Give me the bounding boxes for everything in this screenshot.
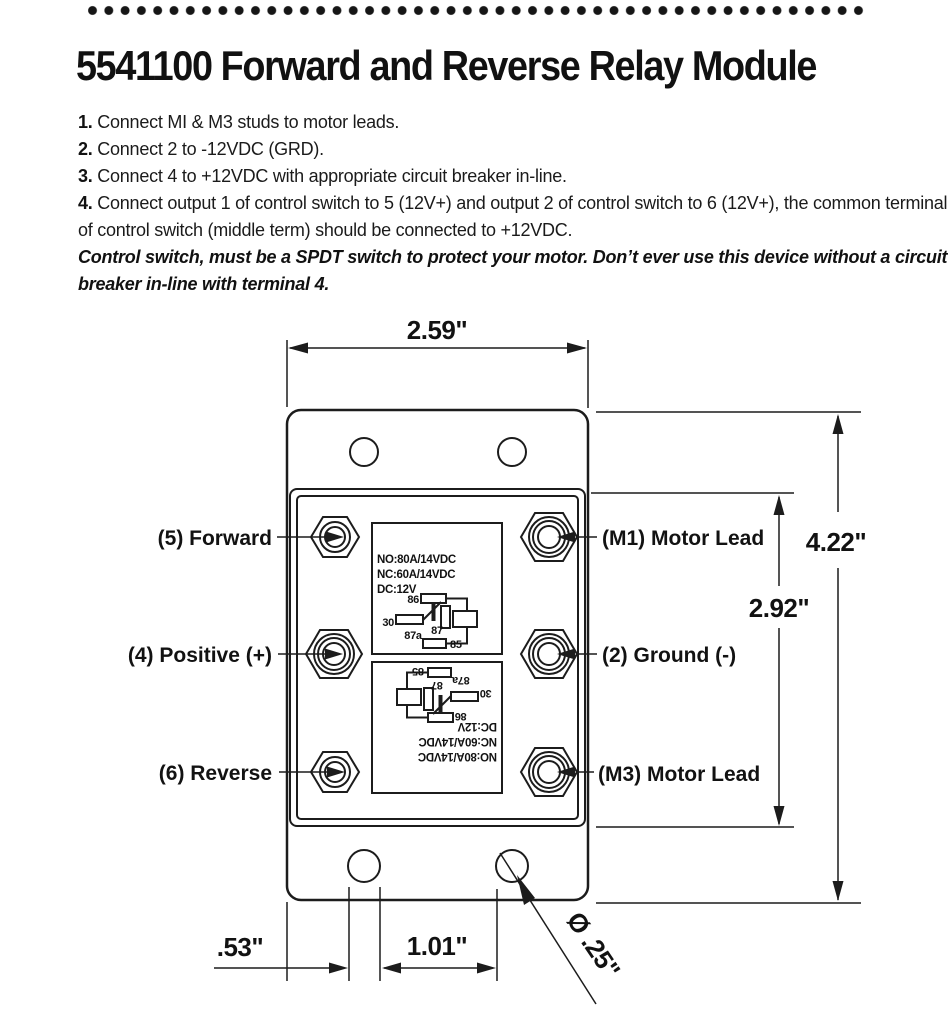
- arrowhead-up-icon: [773, 495, 785, 515]
- relay-spec-no: NO:80A/14VDC: [377, 554, 456, 566]
- relay-pin-85-slot: [422, 638, 447, 649]
- step-1-text: Connect MI & M3 studs to motor leads.: [97, 112, 400, 132]
- hole-diameter-value: Ø .25": [561, 906, 627, 983]
- module-height-value: 4.22": [806, 527, 866, 557]
- relay-spec-dc: DC:12V: [377, 584, 417, 596]
- product-name: Forward and Reverse Relay Module: [220, 42, 818, 89]
- leader-arrow-icon: [557, 648, 575, 660]
- callout-reverse: (6) Reverse: [159, 762, 345, 785]
- leader-arrow-icon: [557, 766, 575, 778]
- callout-forward: (5) Forward: [158, 527, 344, 550]
- stud-terminal-m1: [519, 512, 579, 562]
- relay-pin-85-label: 85: [450, 639, 462, 651]
- mounting-hole-bottom-right: [495, 849, 529, 883]
- arrowhead-down-icon: [832, 881, 844, 901]
- relay-pin-87a-label: 87a: [451, 674, 470, 686]
- instruction-step-4: 4. Connect output 1 of control switch to…: [78, 190, 948, 244]
- step-2-number: 2.: [78, 139, 93, 159]
- instruction-step-2: 2. Connect 2 to -12VDC (GRD).: [78, 136, 948, 163]
- terminal-label-forward: (5) Forward: [158, 527, 272, 550]
- relay-pin-87-label: 87: [431, 625, 443, 637]
- arrowhead-right-icon: [477, 962, 496, 974]
- relay-spec-no: NO:80A/14VDC: [418, 750, 497, 762]
- relay-schematic-top: NO:80A/14VDC NC:60A/14VDC DC:12V 86 85 3…: [371, 522, 503, 655]
- part-number: 5541100: [76, 42, 213, 89]
- step-2-text: Connect 2 to -12VDC (GRD).: [97, 139, 324, 159]
- relay-spec-dc: DC:12V: [457, 720, 497, 732]
- arrowhead-up-icon: [832, 414, 844, 434]
- mounting-hole-top-right: [497, 437, 527, 467]
- leader-arrow-icon: [327, 766, 345, 778]
- relay-pin-30-label: 30: [382, 617, 394, 629]
- cover-panel-outer: [289, 488, 586, 827]
- step-1-number: 1.: [78, 112, 93, 132]
- arrowhead-down-icon: [773, 806, 785, 826]
- dimension-module-width: 2.59": [286, 315, 589, 408]
- leader-arrow-icon: [517, 875, 535, 905]
- step-4-text: Connect output 1 of control switch to 5 …: [78, 193, 948, 240]
- step-4-number: 4.: [78, 193, 93, 213]
- callout-m3-motor-lead: (M3) Motor Lead: [557, 763, 760, 786]
- terminal-label-m3: (M3) Motor Lead: [598, 763, 760, 786]
- warning-note: Control switch, must be a SPDT switch to…: [78, 247, 948, 294]
- dotted-separator: [88, 5, 870, 16]
- relay-schematic-bottom: NO:80A/14VDC NC:60A/14VDC DC:12V 86 85 3…: [371, 661, 503, 794]
- relay-pin-87-label: 87: [431, 679, 443, 691]
- relay-module-drawing: 2.59" NO:80A/14VDC NC:60A/14VDC DC:12V 8…: [128, 315, 867, 1005]
- relay-spec-nc: NC:60A/14VDC: [419, 735, 497, 747]
- dimension-module-height: 4.22": [596, 411, 867, 904]
- hole-spacing-value: 1.01": [407, 931, 467, 961]
- callout-ground: (2) Ground (-): [557, 644, 736, 667]
- step-3-text: Connect 4 to +12VDC with appropriate cir…: [97, 166, 567, 186]
- dimension-hole-offset: .53": [214, 887, 381, 981]
- terminal-label-ground: (2) Ground (-): [602, 644, 736, 667]
- relay-pin-87a-label: 87a: [404, 630, 423, 642]
- callout-m1-motor-lead: (M1) Motor Lead: [557, 527, 764, 550]
- instruction-step-1: 1. Connect MI & M3 studs to motor leads.: [78, 109, 948, 136]
- module-width-value: 2.59": [407, 315, 467, 345]
- arrowhead-right-icon: [567, 342, 587, 354]
- relay-pin-85-label: 85: [412, 665, 424, 677]
- cover-panel-inner: [296, 495, 579, 820]
- step-3-number: 3.: [78, 166, 93, 186]
- instruction-step-3: 3. Connect 4 to +12VDC with appropriate …: [78, 163, 948, 190]
- terminal-label-positive: (4) Positive (+): [128, 644, 272, 667]
- arrowhead-right-icon: [329, 962, 348, 974]
- mounting-hole-top-left: [349, 437, 379, 467]
- leader-arrow-icon: [557, 531, 575, 543]
- cover-height-value: 2.92": [749, 593, 809, 623]
- relay-pin-87-slot: [440, 605, 451, 629]
- dimension-cover-height: 2.92": [591, 492, 810, 828]
- relay-pin-86-label: 86: [455, 710, 467, 722]
- arrowhead-left-icon: [288, 342, 308, 354]
- leader-arrow-icon: [326, 531, 344, 543]
- terminal-label-reverse: (6) Reverse: [159, 762, 272, 785]
- dimension-hole-spacing: 1.01": [382, 889, 498, 981]
- relay-pin-86-label: 86: [407, 594, 419, 606]
- terminal-label-m1: (M1) Motor Lead: [602, 527, 764, 550]
- relay-coil: [452, 610, 478, 628]
- hole-offset-value: .53": [217, 932, 263, 962]
- relay-pin-30-label: 30: [480, 687, 492, 699]
- relay-contact-87a: [431, 604, 436, 621]
- instructions-list: 1. Connect MI & M3 studs to motor leads.…: [78, 109, 948, 298]
- leader-arrow-icon: [325, 648, 343, 660]
- callout-positive: (4) Positive (+): [128, 644, 343, 667]
- relay-spec-nc: NC:60A/14VDC: [377, 569, 455, 581]
- mounting-hole-bottom-left: [347, 849, 381, 883]
